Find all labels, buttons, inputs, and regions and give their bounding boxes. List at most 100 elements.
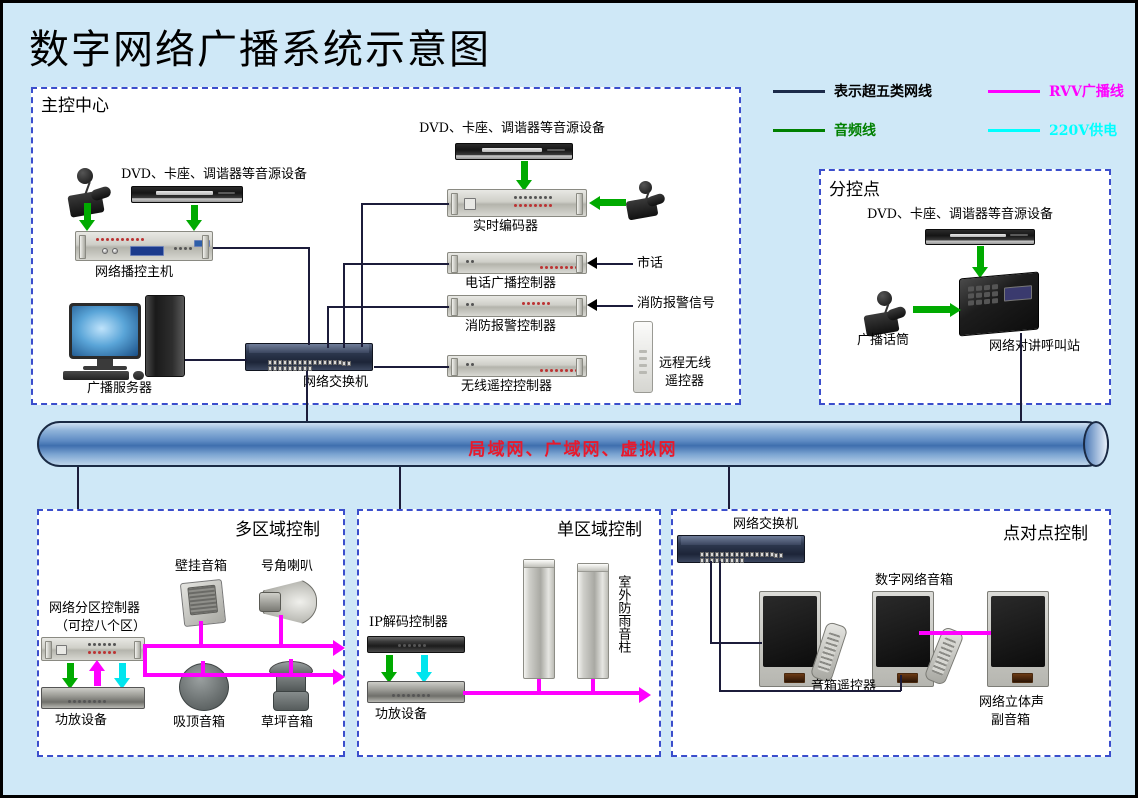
encoder-port	[464, 198, 476, 210]
legend-item-rvv: RVV广播线	[988, 81, 1124, 101]
audio-arrow-head-zone-amp	[62, 678, 78, 689]
label-wireless-controller: 无线遥控控制器	[461, 379, 553, 394]
line-bus-encoder-v	[361, 203, 363, 347]
remote-wireless-btn-1	[639, 350, 647, 353]
label-wall-speaker: 壁挂音箱	[175, 559, 228, 574]
audio-arrow-head-dvd-main	[186, 220, 202, 231]
ip-decoder-leds	[398, 644, 426, 647]
switch-uplink-ports-p2p	[774, 553, 796, 558]
line-bus-fire-h	[327, 306, 449, 308]
legend-item-audio: 音频线	[773, 120, 876, 140]
audio-arrow-stem-dvd-encoder	[521, 161, 528, 181]
amplifier-singlezone-leds	[392, 694, 430, 697]
dvd-player-sub	[925, 229, 1035, 245]
telephone-controller-indicators	[540, 266, 578, 269]
label-stereo-sub-line2: 副音箱	[991, 713, 1031, 728]
keyboard	[63, 371, 129, 380]
label-fire-alarm-input: 消防报警信号	[637, 296, 716, 311]
device-fire-alarm-controller	[447, 295, 587, 317]
network-pipe-label: 局域网、广域网、虚拟网	[468, 440, 678, 460]
audio-arrow-head-mic-station	[950, 303, 961, 317]
device-stereo-sub-speaker	[987, 591, 1049, 687]
line-speaker-2-riser	[900, 675, 902, 691]
label-broadcast-host: 网络播控主机	[95, 265, 174, 280]
rvv-bus-arrow-1	[333, 640, 345, 656]
monitor-screen	[72, 306, 138, 356]
switch-ports-main	[268, 360, 344, 371]
line-bus-telephone-h	[343, 263, 449, 265]
power-arrow-stem-singlezone	[421, 655, 428, 673]
device-call-station	[959, 271, 1039, 337]
arrow-telephone-input	[587, 257, 597, 269]
device-column-speaker-1	[523, 559, 555, 679]
call-station-keypad	[968, 284, 998, 306]
wireless-controller-indicators	[540, 369, 578, 372]
label-column-speaker: 室外防雨音柱	[615, 575, 631, 653]
zone-controller-port	[56, 645, 67, 655]
microphone-head-encoder	[639, 181, 652, 194]
page-title: 数字网络广播系统示意图	[29, 27, 491, 73]
arrow-fire-alarm-input	[587, 299, 597, 311]
line-bus-encoder-h	[361, 203, 449, 205]
label-lawn-speaker: 草坪音箱	[261, 715, 314, 730]
label-telephone-input: 市话	[637, 256, 664, 271]
monitor-stand-base	[83, 366, 127, 370]
label-broadcast-server: 广播服务器	[87, 381, 153, 396]
dvd-indicator-left	[217, 191, 236, 194]
dvd-indicator-mid	[546, 148, 566, 151]
legend-label-audio: 音频线	[834, 123, 876, 139]
audio-arrow-stem-mic-encoder	[600, 199, 626, 206]
label-ip-decoder: IP解码控制器	[369, 615, 448, 630]
label-amplifier-multizone: 功放设备	[55, 713, 108, 728]
remote-wireless-btn-3	[639, 364, 647, 367]
legend-item-network: 表示超五类网线	[773, 81, 932, 101]
microphone-head-main	[77, 168, 93, 184]
audio-arrow-stem-dvd-main	[191, 205, 198, 221]
audio-arrow-stem-zone-amp	[67, 663, 74, 679]
line-telephone-input	[597, 263, 633, 265]
broadcast-host-knob-1	[102, 248, 108, 254]
power-arrow-head-singlezone	[416, 672, 432, 683]
rvv-drop-horn-speaker	[279, 615, 283, 645]
broadcast-host-lcd	[130, 246, 164, 256]
device-ip-decoder	[367, 636, 465, 653]
monitor-broadcast-server	[69, 303, 141, 359]
remote-wireless-btn-2	[639, 357, 647, 360]
device-column-speaker-2	[577, 563, 609, 679]
device-remote-wireless	[633, 321, 653, 393]
switch-top-face-main	[248, 344, 370, 353]
device-realtime-encoder	[447, 189, 587, 217]
audio-arrow-head-decoder-amp	[381, 672, 397, 683]
audio-arrow-head-mic-main	[79, 220, 95, 231]
zone-controller-leds-bottom	[88, 651, 116, 654]
digital-speaker-1-grill	[763, 595, 817, 667]
microphone-head-sub	[877, 291, 892, 306]
broadcast-host-knob-2	[112, 248, 118, 254]
rvv-drop-ceiling-speaker	[201, 661, 205, 675]
device-horn-speaker	[258, 577, 317, 627]
rvv-drop-wall-speaker	[199, 621, 203, 645]
device-wireless-controller	[447, 355, 587, 377]
panel-title-single-zone: 单区域控制	[557, 520, 642, 540]
label-source-mid: DVD、卡座、调谐器等音源设备	[419, 121, 606, 136]
encoder-leds-bottom	[514, 204, 552, 207]
rvv-bus-arrow-singlezone	[639, 687, 651, 703]
wall-speaker-grill	[186, 584, 219, 616]
label-digital-speaker: 数字网络音箱	[875, 573, 954, 588]
line-switch-to-speaker-1-v	[710, 561, 712, 643]
column-speaker-2-top	[578, 564, 608, 572]
rvv-arrow-stem-zone	[94, 668, 101, 686]
label-remote-wireless-line1: 远程无线	[659, 356, 712, 371]
line-pipe-to-p2p	[728, 467, 730, 539]
line-bus-fire-v	[327, 306, 329, 348]
monitor-stand-neck	[97, 359, 113, 366]
power-arrow-stem-zone	[119, 663, 126, 679]
label-telephone-controller: 电话广播控制器	[465, 276, 557, 291]
audio-arrow-head-dvd-encoder	[516, 180, 532, 191]
label-amplifier-singlezone: 功放设备	[375, 707, 428, 722]
encoder-leds-top	[514, 196, 552, 199]
line-switch-to-speaker-2-h	[719, 690, 901, 692]
mouse	[133, 371, 144, 380]
label-sub-microphone: 广播话筒	[857, 333, 910, 348]
